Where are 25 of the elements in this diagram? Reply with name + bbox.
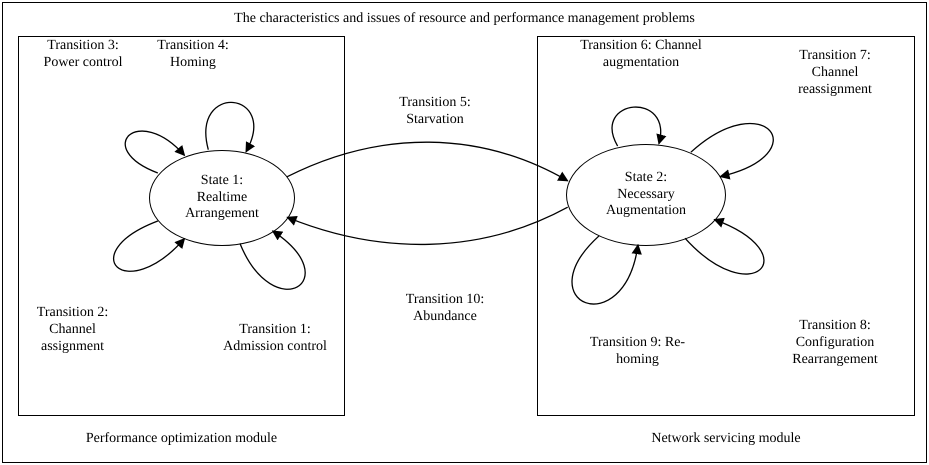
state-ellipse: State 1: Realtime Arrangement (149, 150, 295, 246)
panel-title: The characteristics and issues of resource and performance management problems (233, 11, 696, 27)
edge-label: Transition 4: Homing (156, 38, 230, 72)
arrow (286, 142, 569, 182)
module-caption: Network servicing module (650, 431, 802, 447)
edge-label: Transition 9: Re-homing (588, 335, 686, 369)
arrow (124, 130, 186, 174)
edge-label: Transition 3: Power control (42, 38, 124, 72)
edge-label: Transition 2: Channel assignment (36, 305, 110, 356)
arrow (113, 220, 186, 272)
arrow (690, 123, 774, 179)
arrow (612, 106, 666, 146)
arrow (239, 230, 306, 290)
arrow (286, 206, 568, 245)
state-ellipse: State 2: Necessary Augmentation (566, 144, 726, 246)
module-caption: Performance optimization module (84, 431, 278, 447)
edge-label: Transition 10: Abundance (404, 292, 486, 326)
edge-label: Transition 1: Admission control (222, 322, 328, 356)
arrow (684, 218, 764, 275)
arrow (572, 235, 641, 305)
edge-label: Transition 6: Channel augmentation (579, 38, 703, 72)
arrow (205, 102, 254, 153)
edge-label: Transition 7: Channel reassignment (797, 48, 873, 98)
edge-label: Transition 5: Starvation (398, 95, 472, 129)
edge-label: Transition 8: Configuration Rearrangement (791, 318, 879, 368)
